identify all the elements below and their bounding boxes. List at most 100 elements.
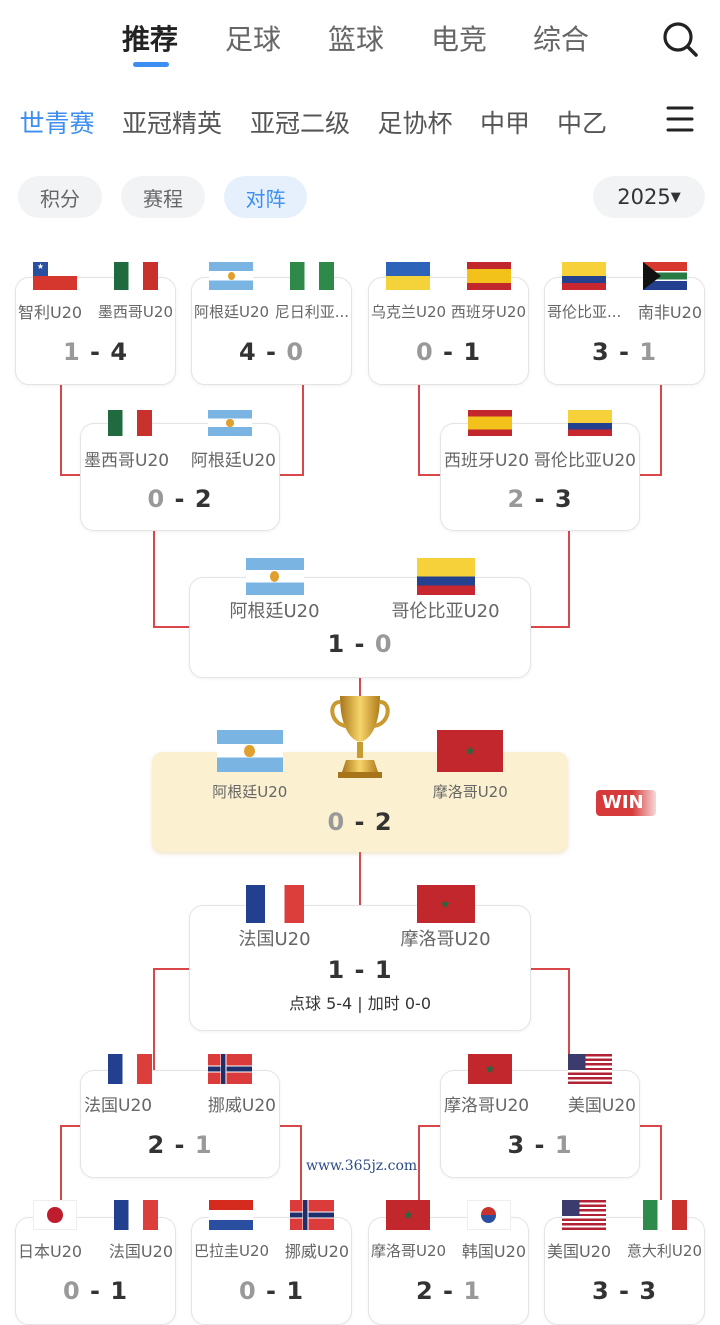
subtab-0[interactable]: 积分: [18, 176, 102, 218]
home-score: 2: [507, 485, 526, 513]
away-score: 1: [286, 1277, 305, 1305]
flag-cl-icon: ★: [33, 262, 78, 290]
home-score: 0: [415, 338, 434, 366]
match-card[interactable]: [544, 277, 705, 385]
menu-icon[interactable]: [640, 92, 720, 148]
match-card[interactable]: [191, 277, 352, 385]
subtab-2[interactable]: 对阵: [224, 176, 307, 218]
tab-1[interactable]: 足球: [224, 23, 282, 56]
away-score: 3: [639, 1277, 658, 1305]
bracket-connector: [568, 968, 570, 1070]
bracket-connector: [418, 1125, 442, 1127]
match-score: 1 - 1: [327, 956, 392, 984]
bracket-connector: [359, 852, 361, 905]
away-team-name: 墨西哥U20: [97, 303, 173, 321]
match-score: 0 - 1: [416, 338, 481, 366]
bracket-connector: [280, 474, 304, 476]
flag-it-icon: [642, 1200, 687, 1230]
flag-mx-icon: [113, 262, 158, 290]
match-score: 3 - 1: [507, 1131, 572, 1159]
match-card[interactable]: [191, 1217, 352, 1325]
flag-ua-icon: [386, 262, 431, 290]
match-card[interactable]: [368, 277, 529, 385]
match-score: 2 - 1: [416, 1277, 481, 1305]
home-score: 0: [327, 808, 346, 836]
away-score: 1: [110, 1277, 129, 1305]
match-card[interactable]: [189, 577, 531, 678]
bracket-connector: [302, 385, 304, 475]
flag-co-icon: [562, 262, 607, 290]
flag-py-icon: [209, 1200, 254, 1230]
away-team-name: 挪威U20: [207, 1096, 276, 1116]
away-score: 1: [639, 338, 658, 366]
bracket-connector: [153, 968, 155, 1070]
home-team-name: 乌克兰U20: [371, 303, 447, 321]
away-team-name: 美国U20: [567, 1096, 636, 1116]
away-team-name: 南非U20: [637, 303, 702, 322]
competition-0[interactable]: 世青赛: [19, 109, 95, 138]
match-card[interactable]: [15, 277, 176, 385]
match-card[interactable]: [440, 423, 640, 531]
competition-4[interactable]: 中甲: [479, 109, 531, 138]
home-score: 0: [147, 485, 166, 513]
active-tab-indicator: [133, 62, 169, 67]
score-separator: -: [609, 1277, 640, 1305]
score-separator: -: [525, 1131, 555, 1159]
year-select[interactable]: 2025 ▼: [593, 176, 705, 218]
match-score: 0 - 2: [147, 485, 212, 513]
bracket-connector: [418, 385, 420, 475]
bracket-connector: [418, 474, 442, 476]
bracket-connector: [568, 531, 570, 628]
flag-ma-icon: ★: [416, 885, 475, 923]
home-team-name: 墨西哥U20: [84, 451, 170, 471]
competition-3[interactable]: 足协杯: [377, 109, 453, 138]
home-score: 3: [507, 1131, 526, 1159]
subtab-1[interactable]: 赛程: [121, 176, 205, 218]
flag-no-icon: [289, 1200, 334, 1230]
home-score: 0: [238, 1277, 257, 1305]
match-score: 0 - 2: [327, 808, 392, 836]
score-separator: -: [433, 1277, 464, 1305]
search-icon[interactable]: [662, 20, 700, 60]
match-card[interactable]: [80, 423, 280, 531]
tab-4[interactable]: 综合: [532, 23, 590, 56]
score-separator: -: [609, 338, 640, 366]
home-score: 1: [327, 956, 346, 984]
match-score: 1 - 4: [63, 338, 128, 366]
flag-fr-icon: [245, 885, 304, 923]
match-card[interactable]: [80, 1070, 280, 1178]
flag-ar-icon: [208, 410, 252, 436]
match-score: 3 - 1: [592, 338, 657, 366]
match-card[interactable]: [544, 1217, 705, 1325]
tab-0[interactable]: 推荐: [121, 23, 179, 56]
away-team-name: 挪威U20: [284, 1242, 349, 1261]
match-card[interactable]: [368, 1217, 529, 1325]
home-score: 3: [591, 1277, 610, 1305]
tab-3[interactable]: 电竞: [430, 23, 488, 56]
match-score: 0 - 1: [63, 1277, 128, 1305]
flag-us-icon: [568, 1054, 612, 1084]
match-card[interactable]: [15, 1217, 176, 1325]
match-card[interactable]: [189, 905, 531, 1031]
match-card[interactable]: [440, 1070, 640, 1178]
away-score: 1: [554, 1131, 573, 1159]
flag-ma-icon: ★: [386, 1200, 431, 1230]
home-team-name: 美国U20: [547, 1242, 612, 1261]
away-team-name: 哥伦比亚U20: [391, 601, 500, 622]
tab-2[interactable]: 篮球: [327, 23, 385, 56]
scroll-fade: [614, 90, 640, 150]
bracket-connector: [60, 474, 82, 476]
match-score: 0 - 1: [239, 1277, 304, 1305]
bracket-connector: [660, 1125, 662, 1217]
bracket-connector: [153, 626, 191, 628]
score-separator: -: [433, 338, 464, 366]
competition-1[interactable]: 亚冠精英: [121, 109, 223, 138]
home-score: 2: [147, 1131, 166, 1159]
bracket-connector: [359, 678, 361, 708]
home-score: 1: [327, 630, 346, 658]
competition-2[interactable]: 亚冠二级: [249, 109, 351, 138]
away-score: 1: [194, 1131, 213, 1159]
flag-co-icon: [416, 558, 475, 595]
competition-5[interactable]: 中乙: [556, 109, 608, 138]
away-score: 1: [463, 338, 482, 366]
